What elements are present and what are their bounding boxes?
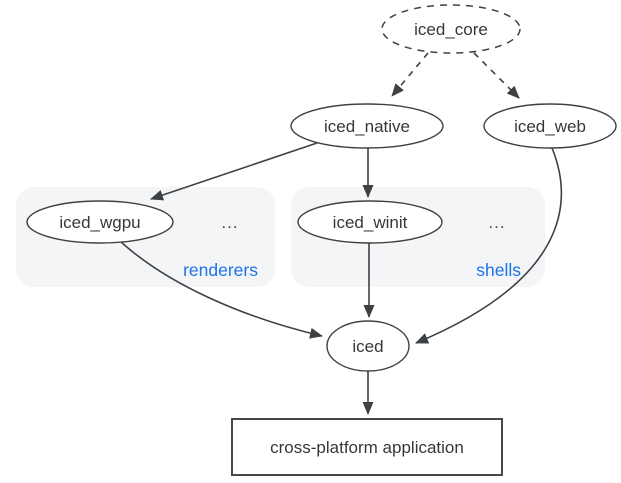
iced-wgpu-ellipse bbox=[26, 200, 174, 244]
node-application: cross-platform application bbox=[231, 418, 503, 476]
application-label: cross-platform application bbox=[270, 438, 464, 457]
iced-native-label: iced_native bbox=[324, 117, 410, 136]
node-iced-native: iced_native bbox=[290, 103, 444, 149]
application-rect bbox=[231, 418, 503, 476]
renderers-group-label: renderers bbox=[183, 260, 258, 280]
iced-wgpu-label: iced_wgpu bbox=[59, 213, 140, 232]
edge-iced-core-to-iced-native bbox=[391, 52, 429, 97]
node-iced-core: iced_core bbox=[381, 4, 521, 54]
shells-group-label: shells bbox=[476, 260, 521, 280]
iced-core-label: iced_core bbox=[414, 20, 488, 39]
shells-ellipsis: ... bbox=[488, 213, 505, 232]
iced-ellipse bbox=[326, 320, 410, 372]
iced-label: iced bbox=[352, 337, 383, 356]
edge-iced-wgpu-to-iced bbox=[119, 240, 323, 339]
edge-iced-native-to-iced-wgpu bbox=[150, 142, 318, 201]
node-iced-web: iced_web bbox=[483, 103, 617, 149]
edge-iced-core-to-iced-web bbox=[473, 52, 520, 99]
node-iced-wgpu: iced_wgpu bbox=[26, 200, 174, 244]
node-iced-winit: iced_winit bbox=[297, 200, 443, 244]
iced-native-ellipse bbox=[290, 103, 444, 149]
iced-winit-ellipse bbox=[297, 200, 443, 244]
iced-core-ellipse bbox=[381, 4, 521, 54]
iced-winit-label: iced_winit bbox=[333, 213, 408, 232]
renderers-ellipsis: ... bbox=[221, 213, 238, 232]
node-iced: iced bbox=[326, 320, 410, 372]
iced-web-ellipse bbox=[483, 103, 617, 149]
iced-web-label: iced_web bbox=[514, 117, 586, 136]
edge-iced-web-to-iced bbox=[415, 147, 563, 344]
